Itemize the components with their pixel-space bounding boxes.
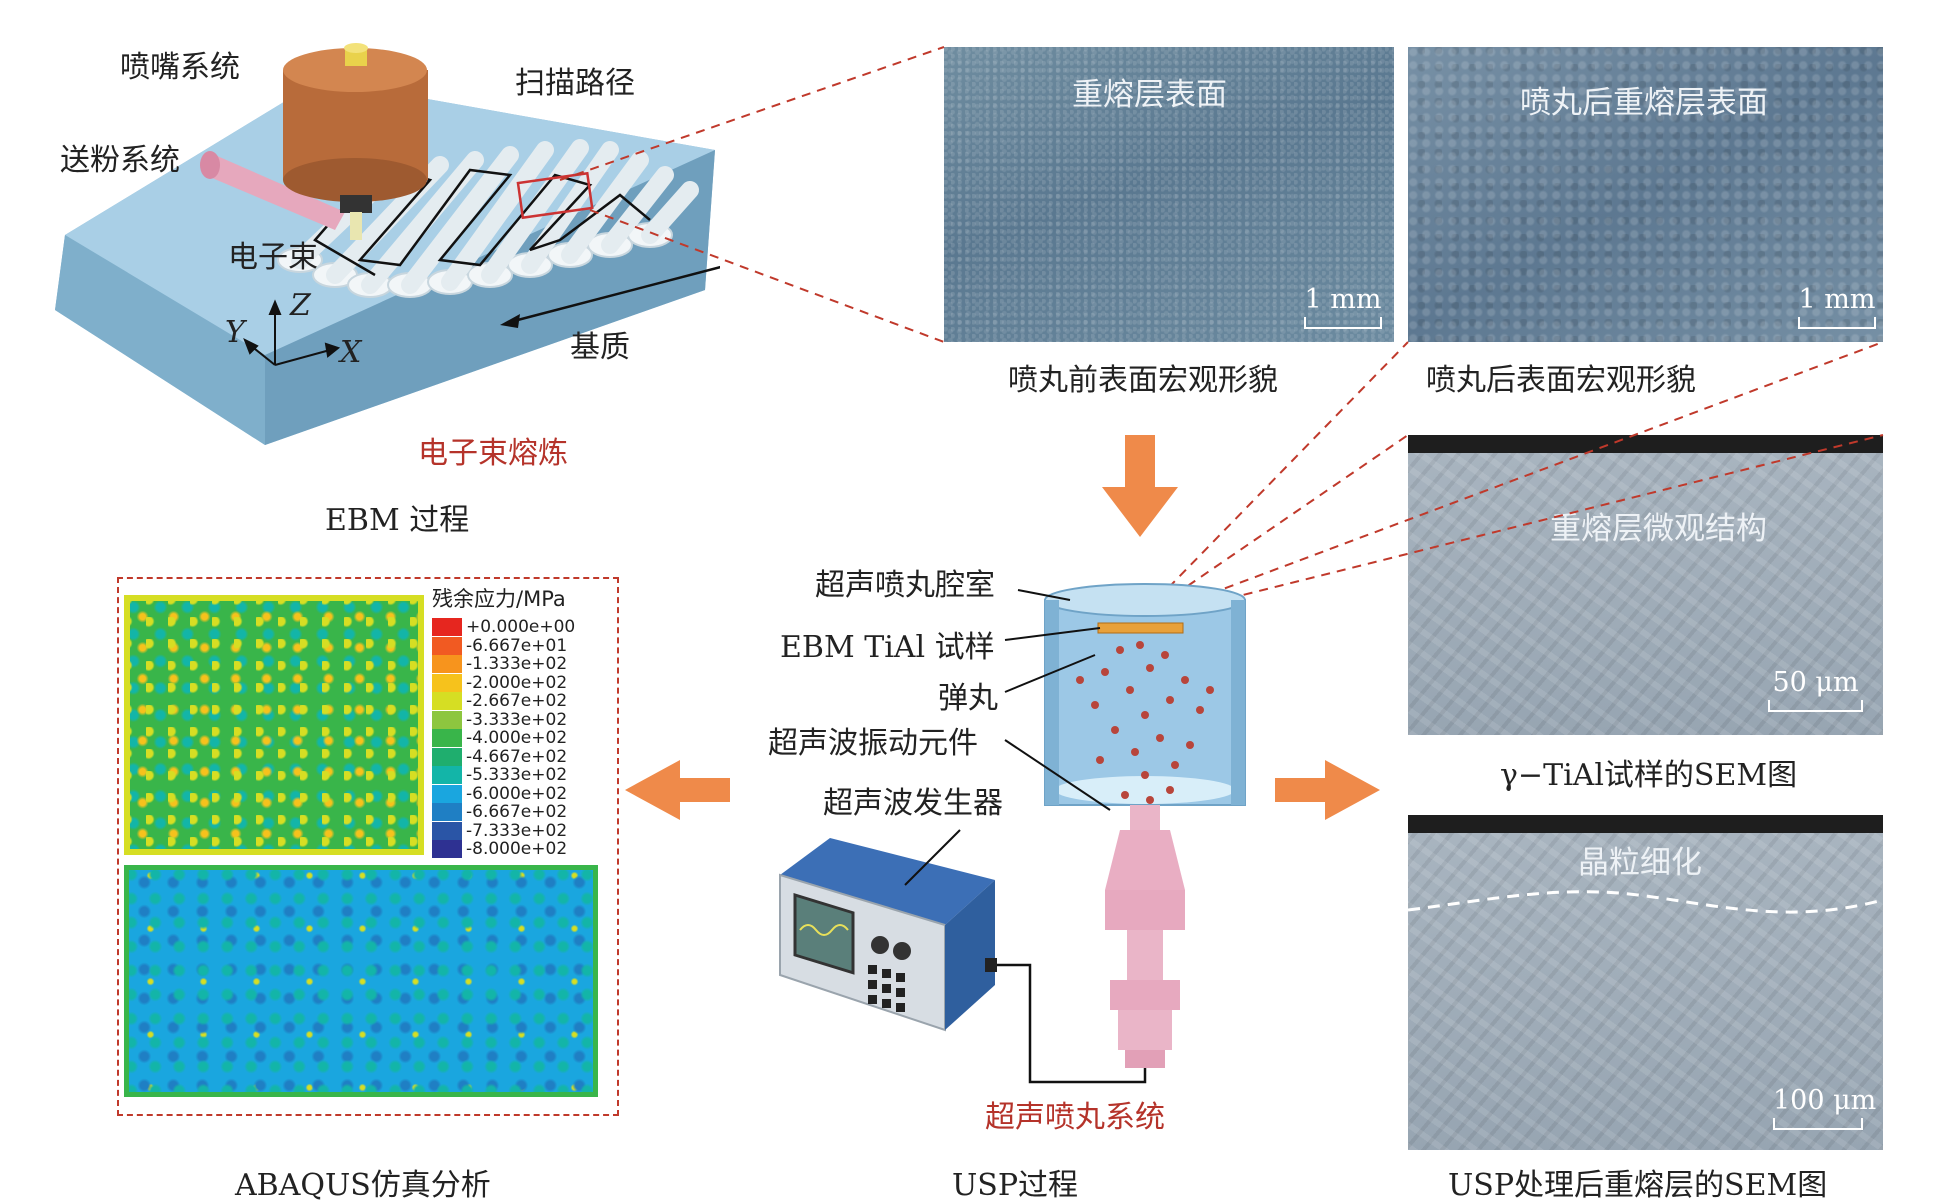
axis-y-label: Y bbox=[225, 315, 245, 350]
scale-bar-after: 1 mm bbox=[1798, 284, 1876, 329]
legend-swatch bbox=[432, 636, 462, 655]
legend-value: -5.333e+02 bbox=[466, 765, 568, 785]
powder-nozzle bbox=[200, 151, 345, 230]
caption-before-macro: 喷丸前表面宏观形貌 bbox=[1008, 363, 1278, 398]
abaqus-frame bbox=[117, 577, 619, 1116]
legend-swatch bbox=[432, 655, 462, 673]
scale-bar-before: 1 mm bbox=[1304, 284, 1382, 329]
legend-value: -8.000e+02 bbox=[466, 839, 568, 859]
legend-swatch bbox=[432, 784, 462, 803]
photo-label-grain-refinement: 晶粒细化 bbox=[1578, 845, 1702, 881]
scale-text: 100 μm bbox=[1773, 1085, 1877, 1116]
legend-value: -2.667e+02 bbox=[466, 691, 568, 711]
scale-text: 1 mm bbox=[1304, 284, 1382, 315]
scale-text: 50 μm bbox=[1772, 667, 1859, 698]
scale-text: 1 mm bbox=[1798, 284, 1876, 315]
legend-title: 残余应力/MPa bbox=[432, 587, 566, 611]
axes-icon bbox=[243, 299, 341, 366]
arrow-left bbox=[625, 760, 730, 820]
legend-value: -1.333e+02 bbox=[466, 654, 568, 674]
legend-value: +0.000e+00 bbox=[466, 617, 576, 637]
photo-label-remelt-surface: 重熔层表面 bbox=[1072, 77, 1227, 113]
legend-swatch bbox=[432, 747, 462, 766]
legend-swatch bbox=[432, 803, 462, 821]
label-powder-system: 送粉系统 bbox=[60, 143, 180, 178]
axis-z-label: Z bbox=[290, 288, 311, 323]
macro-photo-after: 喷丸后重熔层表面 1 mm bbox=[1408, 47, 1883, 342]
label-ultrasonic-generator: 超声波发生器 bbox=[823, 786, 1003, 821]
ultrasonic-generator-icon bbox=[779, 838, 997, 1032]
legend-value: -4.000e+02 bbox=[466, 728, 568, 748]
legend-swatch bbox=[432, 840, 462, 858]
legend-swatch bbox=[432, 729, 462, 747]
label-electron-beam: 电子束 bbox=[228, 240, 318, 275]
photo-label-peened-surface: 喷丸后重熔层表面 bbox=[1520, 85, 1768, 121]
legend-value: -6.667e+01 bbox=[466, 635, 568, 656]
caption-after-macro: 喷丸后表面宏观形貌 bbox=[1426, 363, 1696, 398]
legend-value: -2.000e+02 bbox=[466, 672, 568, 693]
legend-swatch bbox=[432, 673, 462, 692]
axis-x-label: X bbox=[340, 335, 362, 370]
legend-swatch bbox=[432, 692, 462, 710]
label-substrate: 基质 bbox=[570, 330, 630, 365]
label-ebm-tial-sample: EBM TiAl 试样 bbox=[780, 630, 995, 665]
electron-gun bbox=[283, 43, 428, 213]
caption-sem-gamma-tial: γ−TiAl试样的SEM图 bbox=[1500, 758, 1798, 793]
arrow-down bbox=[1102, 435, 1178, 537]
legend-swatch bbox=[432, 710, 462, 729]
ebm-process-title: EBM 过程 bbox=[325, 503, 470, 538]
legend-row: -3.333e+02 bbox=[432, 709, 568, 730]
legend-value: -6.667e+02 bbox=[466, 802, 568, 822]
legend-value: -6.000e+02 bbox=[466, 783, 568, 804]
label-scan-path: 扫描路径 bbox=[515, 66, 635, 101]
legend-row: -5.333e+02 bbox=[432, 765, 568, 785]
legend-swatch bbox=[432, 821, 462, 840]
sem-photo-microstructure: 重熔层微观结构 50 μm bbox=[1408, 435, 1883, 735]
legend-row: -6.667e+02 bbox=[432, 802, 568, 822]
scale-bar-100um: 100 μm bbox=[1773, 1085, 1877, 1130]
label-electron-beam-melting: 电子束熔炼 bbox=[418, 436, 568, 471]
abaqus-contour-bottom bbox=[124, 865, 598, 1097]
abaqus-contour-top bbox=[124, 595, 424, 855]
label-ultrasonic-vibrator: 超声波振动元件 bbox=[768, 726, 978, 761]
label-usp-chamber: 超声喷丸腔室 bbox=[815, 568, 995, 603]
legend-swatch bbox=[432, 766, 462, 784]
legend-row: -6.000e+02 bbox=[432, 783, 568, 804]
label-shot: 弹丸 bbox=[938, 681, 998, 716]
legend-row: -1.333e+02 bbox=[432, 654, 568, 674]
legend-row: -7.333e+02 bbox=[432, 820, 568, 841]
label-nozzle-system: 喷嘴系统 bbox=[120, 50, 240, 85]
usp-process-title: USP过程 bbox=[952, 1168, 1079, 1203]
legend-value: -4.667e+02 bbox=[466, 746, 568, 767]
refinement-boundary bbox=[1408, 890, 1883, 914]
legend-row: -2.000e+02 bbox=[432, 672, 568, 693]
legend-row: -6.667e+01 bbox=[432, 635, 568, 656]
arrow-right bbox=[1275, 760, 1380, 820]
legend-swatch bbox=[432, 618, 462, 636]
scale-bar-50um: 50 μm bbox=[1768, 667, 1863, 712]
legend-row: -2.667e+02 bbox=[432, 691, 568, 711]
legend-value: -7.333e+02 bbox=[466, 820, 568, 841]
legend-row: -4.000e+02 bbox=[432, 728, 568, 748]
macro-photo-before: 重熔层表面 1 mm bbox=[944, 47, 1394, 342]
abaqus-title: ABAQUS仿真分析 bbox=[235, 1168, 491, 1203]
label-usp-system: 超声喷丸系统 bbox=[985, 1100, 1165, 1135]
sem-photo-refined: 晶粒细化 100 μm bbox=[1408, 815, 1883, 1150]
legend-value: -3.333e+02 bbox=[466, 709, 568, 730]
legend-row: +0.000e+00 bbox=[432, 617, 576, 637]
legend-row: -8.000e+02 bbox=[432, 839, 568, 859]
ebm-diagram bbox=[55, 43, 720, 445]
legend-row: -4.667e+02 bbox=[432, 746, 568, 767]
photo-label-microstructure: 重熔层微观结构 bbox=[1550, 511, 1767, 547]
